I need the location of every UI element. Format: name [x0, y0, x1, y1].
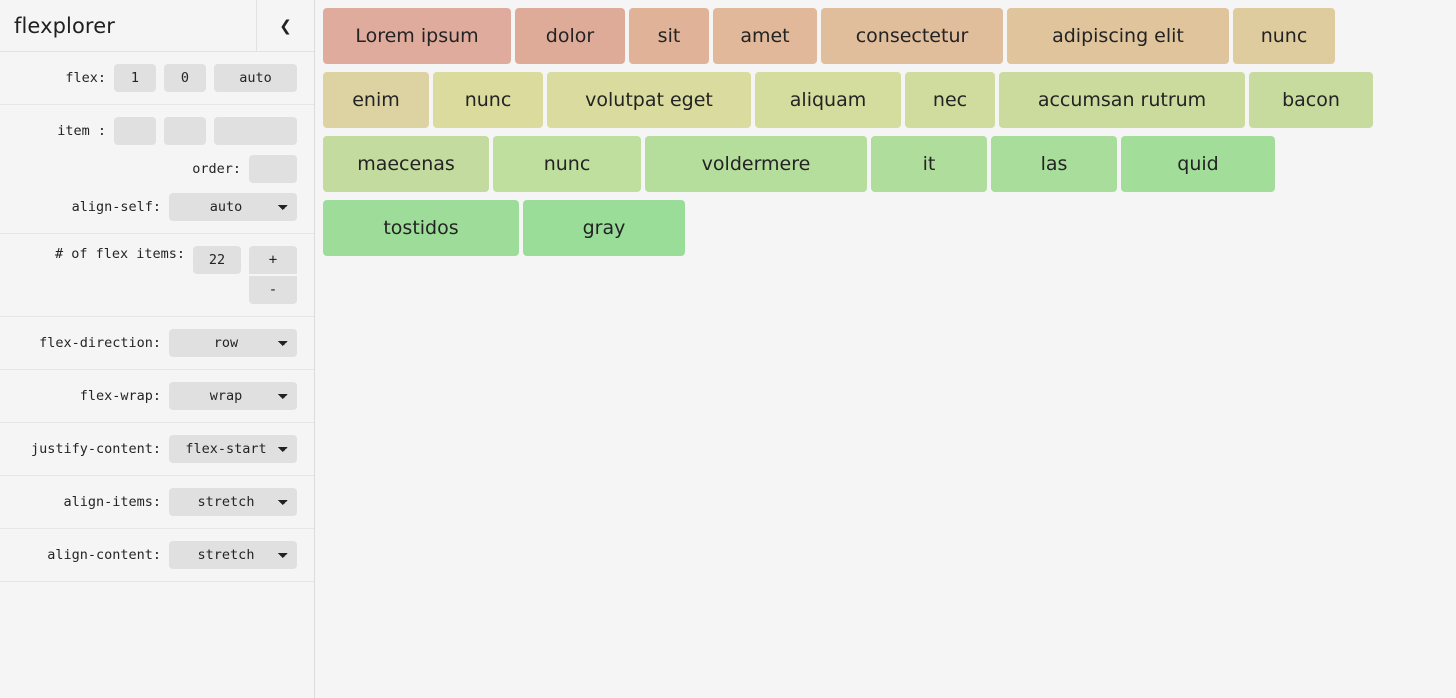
- collapse-sidebar-button[interactable]: ❮: [256, 0, 314, 52]
- flex-item[interactable]: enim: [323, 72, 429, 128]
- flex-wrap-select[interactable]: nowrapwrapwrap-reverse: [169, 382, 297, 410]
- label-flex-shorthand-0: flex:: [65, 70, 106, 86]
- align-content-select[interactable]: stretchflex-startflex-endcenterspace-bet…: [169, 541, 297, 569]
- flex-item-label: sit: [657, 25, 681, 47]
- flex-item[interactable]: maecenas: [323, 136, 489, 192]
- section-justify-content-select: justify-content: flex-startflex-endcenter…: [0, 423, 314, 476]
- flex-item-label: dolor: [545, 25, 595, 47]
- flex-item[interactable]: accumsan rutrum: [999, 72, 1245, 128]
- align-content-select-label: align-content:: [47, 547, 161, 563]
- row-item-properties-0: item :: [0, 117, 297, 145]
- flex-item-label: consectetur: [855, 25, 969, 47]
- label-item-properties-1: order:: [192, 161, 241, 177]
- sidebar-body: flex: item : order: align-self: autoflex-sta…: [0, 52, 314, 582]
- flex-item-label: las: [1040, 153, 1068, 175]
- section-flex-direction-select: flex-direction: rowrow-reversecolumncolum…: [0, 317, 314, 370]
- align-content-select-row: align-content: stretchflex-startflex-endc…: [0, 541, 297, 569]
- section-flex-shorthand: flex:: [0, 52, 314, 105]
- align-items-select-label: align-items:: [63, 494, 161, 510]
- flex-item[interactable]: las: [991, 136, 1117, 192]
- flex-item-label: nec: [932, 89, 968, 111]
- flex-item-count-group: +-: [193, 246, 297, 304]
- flex-item-label: nunc: [543, 153, 591, 175]
- flex-item[interactable]: gray: [523, 200, 685, 256]
- flex-item-label: nunc: [1260, 25, 1308, 47]
- align-self-select-label: align-self:: [71, 199, 161, 215]
- flex-item[interactable]: it: [871, 136, 987, 192]
- section-flex-item-count: # of flex items: +-: [0, 234, 314, 317]
- section-align-items-select: align-items: stretchflex-startflex-endcen…: [0, 476, 314, 529]
- flex-shrink-input[interactable]: [164, 64, 206, 92]
- flex-item[interactable]: nunc: [493, 136, 641, 192]
- flex-item[interactable]: volutpat eget: [547, 72, 751, 128]
- flex-item[interactable]: bacon: [1249, 72, 1373, 128]
- flex-grow-input[interactable]: [114, 64, 156, 92]
- flex-item-label: bacon: [1282, 89, 1340, 111]
- flex-item[interactable]: amet: [713, 8, 817, 64]
- flex-item-label: adipiscing elit: [1052, 25, 1184, 47]
- section-flex-wrap-select: flex-wrap: nowrapwrapwrap-reverse: [0, 370, 314, 423]
- order-input[interactable]: [249, 155, 297, 183]
- flex-item-label: tostidos: [383, 217, 459, 239]
- flex-item-label: gray: [582, 217, 626, 239]
- flex-item[interactable]: consectetur: [821, 8, 1003, 64]
- flex-canvas-area: Lorem ipsum dolor sit amet consectetur adipis…: [315, 0, 1456, 698]
- chevron-left-icon: ❮: [279, 16, 292, 35]
- label-item-properties-0: item :: [57, 123, 106, 139]
- flex-item-label: amet: [740, 25, 790, 47]
- flex-direction-select-label: flex-direction:: [39, 335, 161, 351]
- flex-direction-select-row: flex-direction: rowrow-reversecolumncolum…: [0, 329, 297, 357]
- flex-item[interactable]: nec: [905, 72, 995, 128]
- flex-item-label: volutpat eget: [585, 89, 713, 111]
- flex-item-label: accumsan rutrum: [1037, 89, 1207, 111]
- flex-item-label: Lorem ipsum: [355, 25, 479, 47]
- justify-content-select-label: justify-content:: [30, 441, 161, 457]
- item-basis-input[interactable]: [214, 117, 297, 145]
- row-flex-item-count: # of flex items: +-: [0, 246, 297, 304]
- item-grow-input[interactable]: [114, 117, 156, 145]
- increment-items-button[interactable]: +: [249, 246, 297, 274]
- control-sidebar: flexplorer ❮ flex: item : order: align-self…: [0, 0, 315, 698]
- flex-wrap-select-row: flex-wrap: nowrapwrapwrap-reverse: [0, 382, 297, 410]
- section-align-content-select: align-content: stretchflex-startflex-endc…: [0, 529, 314, 582]
- flex-item-label: aliquam: [789, 89, 867, 111]
- flex-item-label: nunc: [464, 89, 512, 111]
- flex-item[interactable]: aliquam: [755, 72, 901, 128]
- flex-item[interactable]: nunc: [433, 72, 543, 128]
- flex-item[interactable]: Lorem ipsum: [323, 8, 511, 64]
- align-items-select[interactable]: stretchflex-startflex-endcenterbaseline: [169, 488, 297, 516]
- align-self-select-row: align-self: autoflex-startflex-endcenterb…: [0, 193, 297, 221]
- row-item-properties-1: order:: [0, 155, 297, 183]
- decrement-items-button[interactable]: -: [249, 276, 297, 304]
- flex-item[interactable]: quid: [1121, 136, 1275, 192]
- flex-item-count-label: # of flex items:: [54, 246, 185, 262]
- align-self-select[interactable]: autoflex-startflex-endcenterbaselinestre…: [169, 193, 297, 221]
- flex-item[interactable]: dolor: [515, 8, 625, 64]
- flex-basis-input[interactable]: [214, 64, 297, 92]
- flex-item[interactable]: nunc: [1233, 8, 1335, 64]
- flex-item-count-input[interactable]: [193, 246, 241, 274]
- flex-item-label: maecenas: [357, 153, 455, 175]
- flex-item[interactable]: sit: [629, 8, 709, 64]
- flex-container: Lorem ipsum dolor sit amet consectetur adipis…: [323, 8, 1448, 690]
- align-items-select-row: align-items: stretchflex-startflex-endcen…: [0, 488, 297, 516]
- flex-item-label: quid: [1177, 153, 1219, 175]
- flex-item-label: voldermere: [701, 153, 811, 175]
- flex-item-label: enim: [352, 89, 400, 111]
- justify-content-select-row: justify-content: flex-startflex-endcenter…: [0, 435, 297, 463]
- flex-item-label: it: [922, 153, 936, 175]
- flex-item[interactable]: voldermere: [645, 136, 867, 192]
- row-flex-shorthand-0: flex:: [0, 64, 297, 92]
- sidebar-header: flexplorer ❮: [0, 0, 314, 52]
- flex-item[interactable]: adipiscing elit: [1007, 8, 1229, 64]
- flex-direction-select[interactable]: rowrow-reversecolumncolumn-reverse: [169, 329, 297, 357]
- section-item-properties: item : order: align-self: autoflex-startfle…: [0, 105, 314, 234]
- page-title: flexplorer: [14, 13, 115, 38]
- flex-item[interactable]: tostidos: [323, 200, 519, 256]
- flex-wrap-select-label: flex-wrap:: [79, 388, 161, 404]
- justify-content-select[interactable]: flex-startflex-endcenterspace-betweenspa…: [169, 435, 297, 463]
- flex-item-count-stepper: +-: [249, 246, 297, 304]
- item-shrink-input[interactable]: [164, 117, 206, 145]
